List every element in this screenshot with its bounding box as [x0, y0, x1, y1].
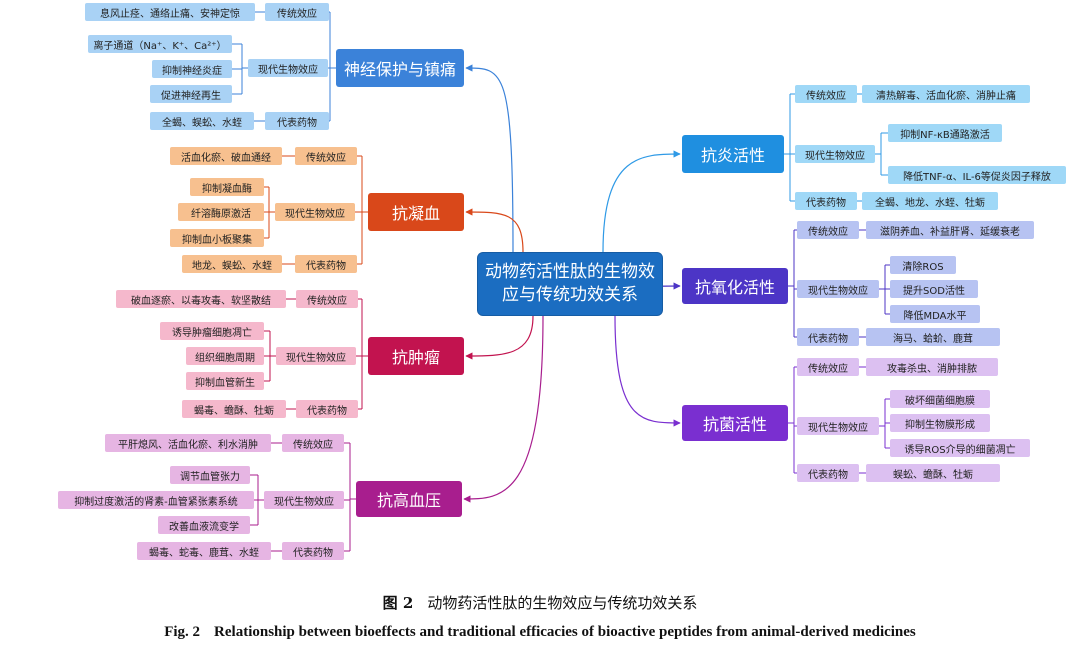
figure-title-english: Relationship between bioeffects and trad… [214, 624, 916, 640]
topic-antitumor: 抗肿瘤 [368, 337, 464, 375]
hyper-traditional-item: 平肝熄风、活血化瘀、利水消肿 [105, 434, 271, 452]
neuro-modern-item-ion-channels: 离子通道（Na⁺、K⁺、Ca²⁺） [88, 35, 232, 53]
figure-caption-chinese: 图 2 动物药活性肽的生物效应与传统功效关系 [0, 592, 1080, 613]
tumor-modern-item-apoptosis: 诱导肿瘤细胞凋亡 [160, 322, 264, 340]
oxid-traditional-label: 传统效应 [797, 221, 859, 239]
central-topic: 动物药活性肽的生物效应与传统功效关系 [477, 252, 663, 316]
bact-drugs-label: 代表药物 [797, 464, 859, 482]
coag-modern-label: 现代生物效应 [275, 203, 355, 221]
connector-bact-topic [614, 315, 681, 427]
inflam-drugs-item: 全蝎、地龙、水蛭、牡蛎 [862, 192, 998, 210]
tumor-drugs-item: 蝎毒、蟾酥、牡蛎 [182, 400, 286, 418]
hyper-modern-label: 现代生物效应 [264, 491, 344, 509]
tumor-modern-label: 现代生物效应 [276, 347, 356, 365]
connector-neuro-topic [465, 64, 514, 253]
inflam-traditional-label: 传统效应 [795, 85, 857, 103]
tumor-modern-item-cell-cycle: 组织细胞周期 [186, 347, 264, 365]
oxid-traditional-item: 滋阴养血、补益肝肾、延缓衰老 [866, 221, 1034, 239]
connector-hyper-topic [463, 315, 544, 503]
bact-modern-item-ros-apoptosis: 诱导ROS介导的细菌凋亡 [890, 439, 1030, 457]
hyper-modern-item-hemorheology: 改善血液流变学 [158, 516, 250, 534]
inflam-traditional-item: 清热解毒、活血化瘀、消肿止痛 [862, 85, 1030, 103]
oxid-modern-item-mda: 降低MDA水平 [890, 305, 980, 323]
figure-title-chinese: 动物药活性肽的生物效应与传统功效关系 [427, 594, 698, 612]
connector-tumor-topic [465, 315, 534, 360]
bact-traditional-item: 攻毒杀虫、消肿排脓 [866, 358, 998, 376]
hyper-modern-item-raas: 抑制过度激活的肾素-血管紧张素系统 [58, 491, 254, 509]
topic-antibacterial: 抗菌活性 [682, 405, 788, 441]
neuro-modern-item-inflammation: 抑制神经炎症 [152, 60, 232, 78]
inflam-modern-label: 现代生物效应 [795, 145, 875, 163]
inflam-drugs-label: 代表药物 [795, 192, 857, 210]
coag-modern-item-thrombin: 抑制凝血酶 [190, 178, 264, 196]
bact-traditional-label: 传统效应 [797, 358, 859, 376]
hyper-modern-item-vascular-tone: 调节血管张力 [170, 466, 250, 484]
topic-neuroprotection-analgesia: 神经保护与镇痛 [336, 49, 464, 87]
neuro-drugs-label: 代表药物 [265, 112, 329, 130]
oxid-drugs-item: 海马、蛤蚧、鹿茸 [866, 328, 1000, 346]
figure-label-chinese: 图 2 [382, 594, 414, 612]
neuro-modern-item-regeneration: 促进神经再生 [150, 85, 232, 103]
coag-traditional-label: 传统效应 [295, 147, 357, 165]
bact-modern-label: 现代生物效应 [797, 417, 879, 435]
coag-drugs-label: 代表药物 [295, 255, 357, 273]
coag-traditional-item: 活血化瘀、破血通经 [170, 147, 282, 165]
bact-drugs-item: 蜈蚣、蟾酥、牡蛎 [866, 464, 1000, 482]
neuro-traditional-label: 传统效应 [265, 3, 329, 21]
inflam-modern-item-nfkb: 抑制NF-κB通路激活 [888, 124, 1002, 142]
bact-modern-item-membrane: 破坏细菌细胞膜 [890, 390, 990, 408]
inflam-modern-item-cytokines: 降低TNF-α、IL-6等促炎因子释放 [888, 166, 1066, 184]
coag-drugs-item: 地龙、蜈蚣、水蛭 [182, 255, 282, 273]
figure-label-english: Fig. 2 [164, 624, 201, 640]
coag-modern-item-plasminogen: 纤溶酶原激活 [178, 203, 264, 221]
neuro-modern-label: 现代生物效应 [248, 59, 328, 77]
topic-anticoagulation: 抗凝血 [368, 193, 464, 231]
hyper-drugs-label: 代表药物 [282, 542, 344, 560]
oxid-drugs-label: 代表药物 [797, 328, 859, 346]
hyper-drugs-item: 蝎毒、蛇毒、鹿茸、水蛭 [137, 542, 271, 560]
tumor-modern-item-angiogenesis: 抑制血管新生 [186, 372, 264, 390]
oxid-modern-label: 现代生物效应 [797, 280, 879, 298]
topic-antioxidant: 抗氧化活性 [682, 268, 788, 304]
hyper-traditional-label: 传统效应 [282, 434, 344, 452]
bact-modern-item-biofilm: 抑制生物膜形成 [890, 414, 990, 432]
neuro-traditional-item: 息风止痉、通络止痛、安神定惊 [85, 3, 255, 21]
topic-anti-inflammatory: 抗炎活性 [682, 135, 784, 173]
coag-modern-item-platelet: 抑制血小板聚集 [170, 229, 264, 247]
connector-coag-topic [465, 208, 524, 253]
connector-inflam-topic [602, 150, 681, 253]
oxid-modern-item-sod: 提升SOD活性 [890, 280, 978, 298]
neuro-drugs-item: 全蝎、蜈蚣、水蛭 [150, 112, 254, 130]
oxid-modern-item-ros: 清除ROS [890, 256, 956, 274]
tumor-traditional-item: 破血逐瘀、以毒攻毒、软坚散结 [116, 290, 286, 308]
figure-caption-english: Fig. 2 Relationship between bioeffects an… [0, 624, 1080, 641]
tumor-drugs-label: 代表药物 [296, 400, 358, 418]
topic-antihypertension: 抗高血压 [356, 481, 462, 517]
tumor-traditional-label: 传统效应 [296, 290, 358, 308]
